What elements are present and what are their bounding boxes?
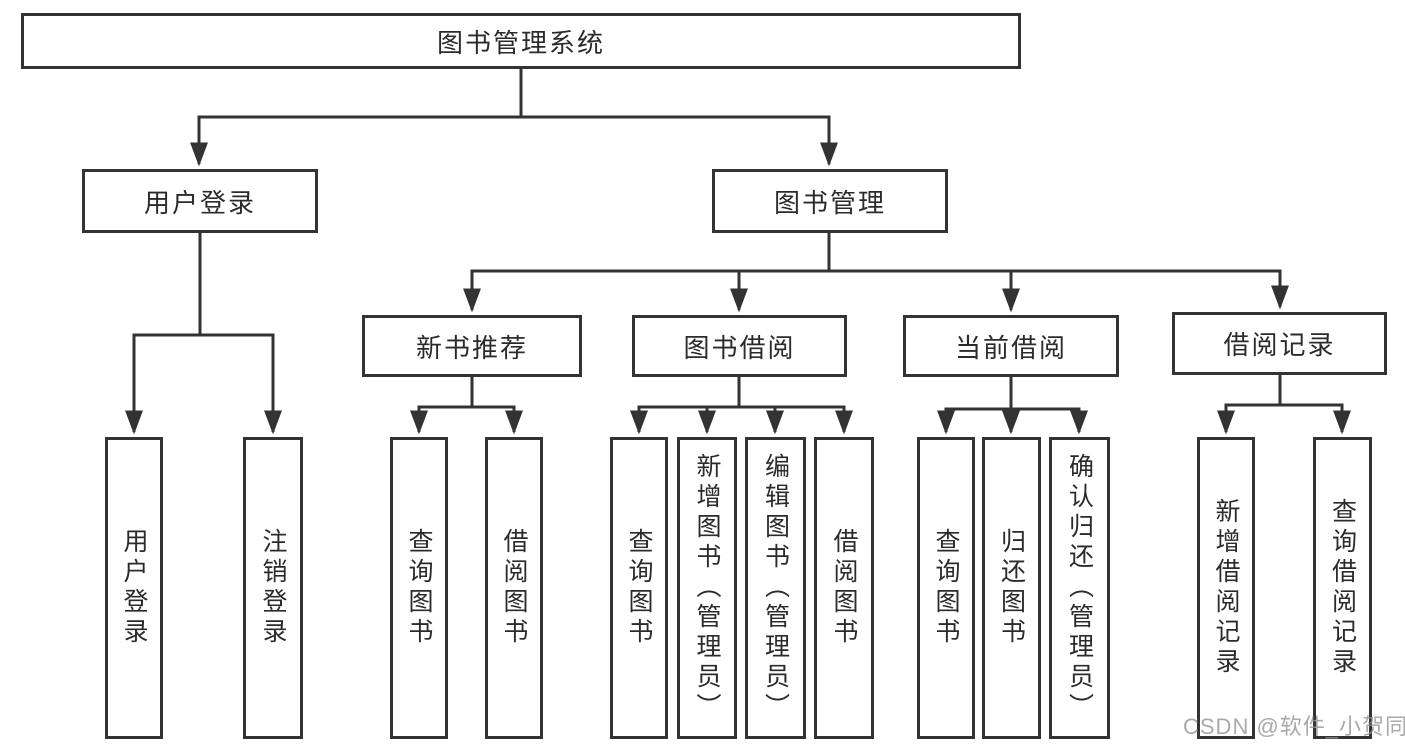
node-new-book-recommend: 新书推荐 — [362, 315, 582, 377]
leaf-records-add-record: 新增借阅记录 — [1197, 437, 1255, 739]
leaf-borrowing-edit-books-admin: 编辑图书（管理员） — [745, 437, 806, 739]
watermark: CSDN @软件_小贺同学 — [1183, 714, 1405, 739]
leaf-logout: 注销登录 — [243, 437, 303, 739]
leaf-recommend-query-books: 查询图书 — [390, 437, 448, 739]
node-book-borrowing: 图书借阅 — [632, 315, 847, 377]
node-user-login: 用户登录 — [82, 169, 318, 233]
node-borrowing-records: 借阅记录 — [1172, 312, 1387, 375]
leaf-current-query-books: 查询图书 — [917, 437, 975, 739]
leaf-borrowing-borrow-books: 借阅图书 — [814, 437, 874, 739]
node-book-management: 图书管理 — [712, 169, 948, 233]
node-current-borrowing: 当前借阅 — [903, 315, 1119, 377]
leaf-records-query-record: 查询借阅记录 — [1313, 437, 1372, 739]
node-library-management-system: 图书管理系统 — [21, 13, 1021, 69]
leaf-recommend-borrow-books: 借阅图书 — [485, 437, 543, 739]
leaf-borrowing-query-books: 查询图书 — [610, 437, 668, 739]
leaf-user-login: 用户登录 — [105, 437, 163, 739]
leaf-current-return-books: 归还图书 — [982, 437, 1041, 739]
leaf-borrowing-add-books-admin: 新增图书（管理员） — [677, 437, 737, 739]
leaf-current-confirm-return-admin: 确认归还（管理员） — [1049, 437, 1110, 739]
